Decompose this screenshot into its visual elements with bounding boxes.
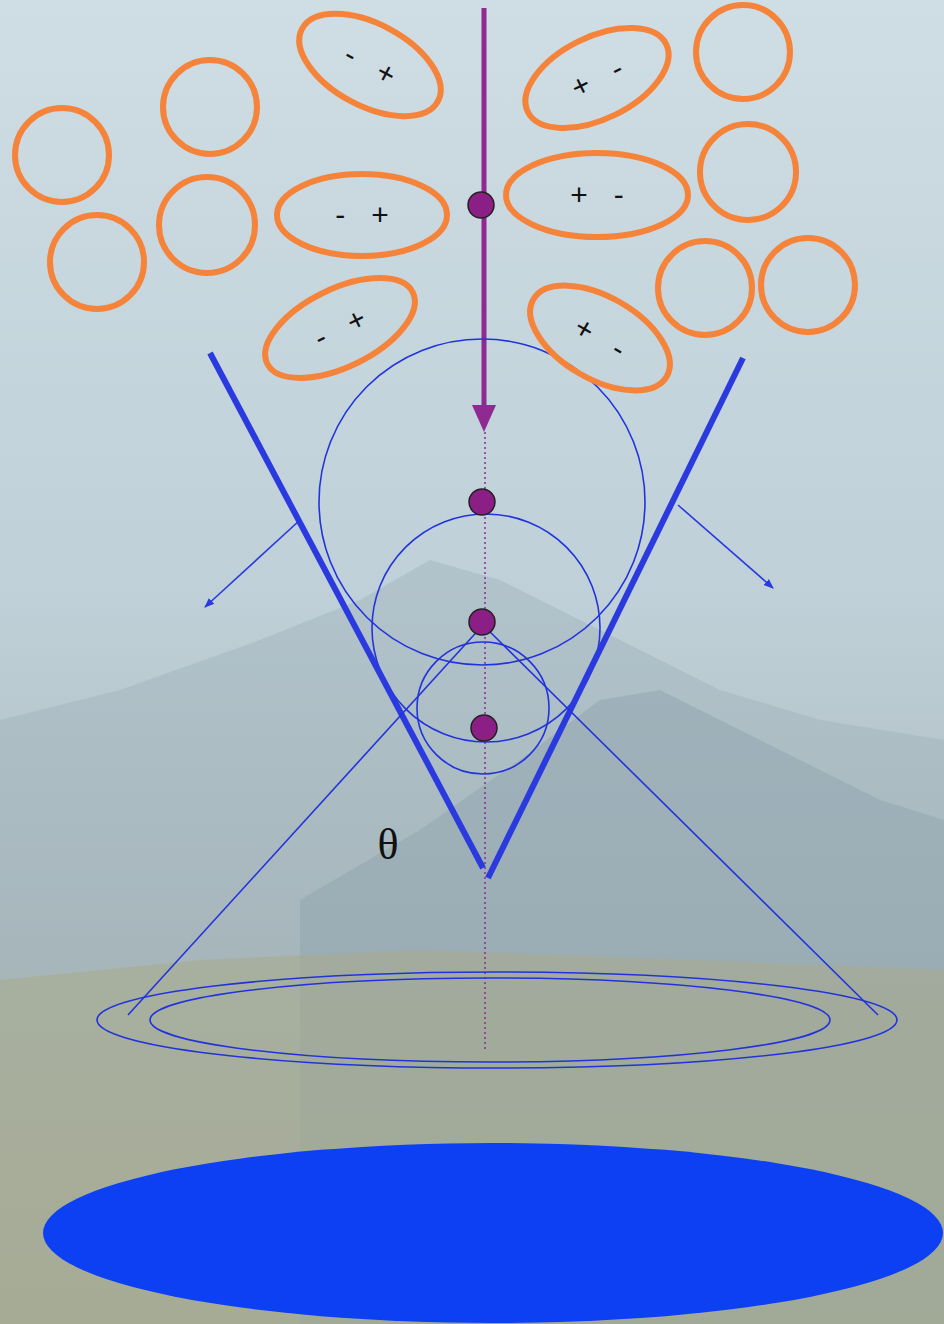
charge-row: -+ — [279, 0, 462, 141]
atom-ellipse — [283, 0, 457, 137]
charge-sign: + — [371, 56, 401, 91]
atom-outline — [509, 260, 692, 416]
wavefronts — [319, 339, 645, 774]
polarized-atom: +- — [506, 3, 688, 152]
atom-ellipse — [510, 7, 684, 148]
cherenkov-cone-edge — [488, 358, 743, 878]
light-pool — [43, 1143, 943, 1323]
polarized-atom: +- — [503, 150, 691, 240]
light-ring — [97, 972, 897, 1068]
charge-sign: + — [569, 312, 599, 347]
atom-ellipse — [506, 153, 688, 237]
charge-sign: + — [566, 69, 595, 104]
light-ring — [150, 978, 830, 1062]
ground-plain — [0, 950, 944, 1324]
angle-label: θ — [377, 820, 398, 869]
charge-sign: - — [607, 333, 631, 364]
emission-direction-arrow — [678, 505, 773, 588]
atom-ellipse — [513, 264, 687, 412]
atom-ellipse — [277, 174, 447, 256]
charge-sign: - — [335, 200, 345, 230]
charge-sign: - — [339, 39, 362, 70]
light-cone-line — [128, 625, 483, 1015]
atom-ellipse — [250, 257, 430, 398]
charge-sign: + — [371, 200, 389, 230]
light-cone-line — [483, 625, 878, 1015]
charge-row: +- — [506, 3, 688, 152]
angle-label-box: θ — [377, 823, 398, 867]
charge-sign: + — [570, 180, 588, 210]
charge-row: -+ — [274, 171, 450, 259]
charge-sign: - — [309, 322, 331, 353]
atom-outline — [503, 150, 691, 240]
cherenkov-cone-edge — [210, 353, 483, 868]
charge-sign: - — [614, 180, 624, 210]
charge-row: -+ — [246, 253, 434, 402]
atom-outline — [246, 253, 434, 402]
charge-row: +- — [503, 150, 691, 240]
charge-row: +- — [509, 260, 692, 416]
mountain-silhouette — [0, 560, 944, 1324]
atom-outline — [274, 171, 450, 259]
atom-outline — [506, 3, 688, 152]
charge-sign: - — [605, 53, 627, 84]
atom-outline — [279, 0, 462, 141]
polarized-atom: -+ — [246, 253, 434, 402]
neutral-atoms — [15, 5, 855, 335]
particle-arrowhead — [472, 405, 496, 432]
polarized-atom: -+ — [279, 0, 462, 141]
emission-direction-arrow — [205, 520, 300, 607]
charge-sign: + — [342, 303, 371, 338]
polarized-atom: -+ — [274, 171, 450, 259]
polarized-atom: +- — [509, 260, 692, 416]
particle-positions — [468, 192, 497, 741]
